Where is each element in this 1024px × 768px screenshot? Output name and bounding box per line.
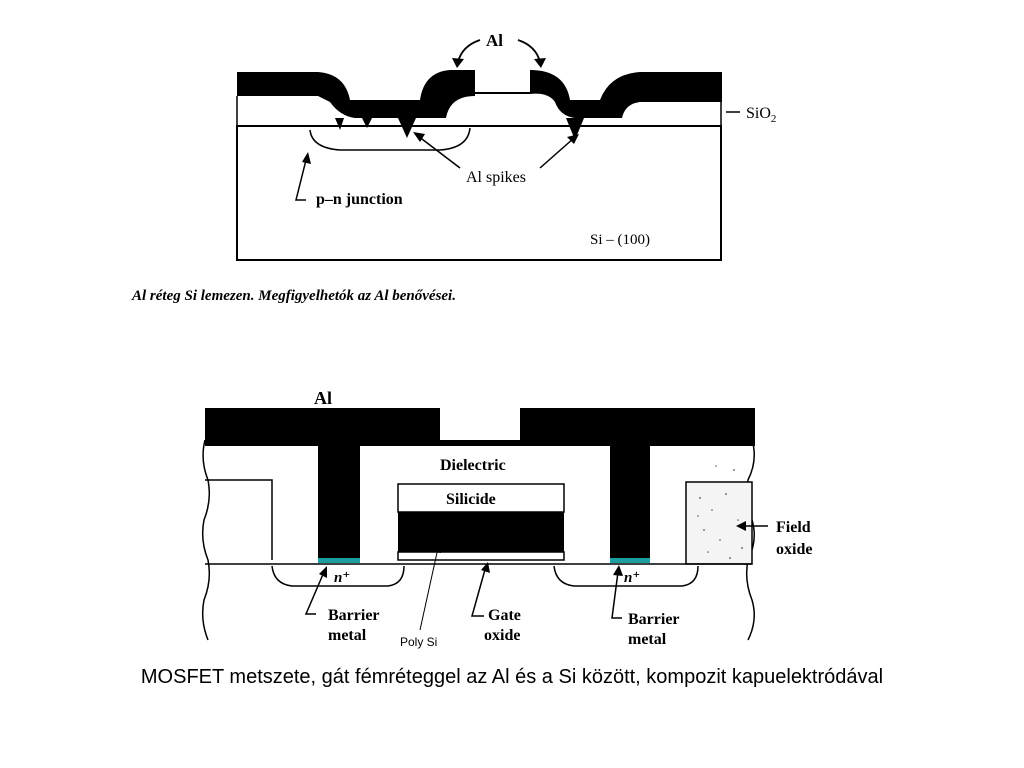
label-al-top: Al <box>486 31 503 50</box>
al-spikes-pointer-1-head <box>413 132 425 142</box>
caption-diagram1: Al réteg Si lemezen. Megfigyelhetók az A… <box>131 288 456 304</box>
label-si100: Si – (100) <box>590 232 650 248</box>
barrier-right-pointer-head <box>613 565 623 576</box>
al-arrow-left-head <box>452 58 464 68</box>
al-spikes-pointer-2-head <box>567 134 579 144</box>
barrier-right-pointer <box>611 571 622 619</box>
label-poly-si: Poly Si <box>400 635 437 649</box>
al-metal-layer <box>237 70 722 118</box>
label-n-plus-right: n⁺ <box>624 570 640 586</box>
pn-junction-curve <box>309 127 471 151</box>
label-field-oxide-2: oxide <box>776 541 812 558</box>
label-sio2: SiO2 <box>746 105 776 125</box>
al-spike-2 <box>362 118 372 128</box>
field-oxide-pointer-head <box>736 521 746 531</box>
field-oxide-speckle <box>697 465 743 559</box>
al-spike-1 <box>335 118 344 130</box>
al-arrow-left <box>457 39 481 63</box>
label-gate-oxide-1: Gate <box>488 607 521 624</box>
label-barrier-right-2: metal <box>628 631 667 648</box>
barrier-left-pointer-head <box>319 566 327 578</box>
poly-si-pointer <box>419 547 439 631</box>
al-spikes-pointer-2 <box>539 137 575 169</box>
al-layer <box>205 408 755 558</box>
poly-si-block <box>398 512 564 552</box>
left-field-step <box>205 479 273 560</box>
right-break-edge <box>745 439 755 641</box>
barrier-left-pointer <box>304 571 325 615</box>
gate-outline <box>397 551 565 561</box>
al-spike-3 <box>398 118 416 138</box>
barrier-metal-right <box>610 558 650 563</box>
label-barrier-right-1: Barrier <box>628 611 680 628</box>
pn-junction-pointer-head <box>302 152 311 164</box>
label-n-plus-left: n⁺ <box>334 570 350 586</box>
label-pn-junction: p–n junction <box>316 191 403 208</box>
label-silicide: Silicide <box>446 491 496 508</box>
label-field-oxide-1: Field <box>776 519 811 536</box>
al-arrow-right <box>517 39 541 63</box>
label-gate-oxide-2: oxide <box>484 627 520 644</box>
gate-oxide-pointer <box>471 565 487 617</box>
pn-junction-pointer <box>295 159 307 201</box>
label-dielectric: Dielectric <box>440 457 506 474</box>
poly-si-pointer-head <box>435 544 441 553</box>
al-arrow-right-head <box>534 58 546 68</box>
label-al-mosfet: Al <box>314 388 332 408</box>
n-plus-well-right <box>553 565 699 587</box>
label-barrier-left-1: Barrier <box>328 607 380 624</box>
barrier-metal-left <box>318 558 360 563</box>
al-spikes-pointer-1 <box>417 135 461 169</box>
diagram-al-spikes: Al SiO2 Al spikes p–n junction Si – (100… <box>131 31 776 304</box>
field-oxide-region <box>685 481 753 565</box>
label-al-spikes: Al spikes <box>466 169 526 186</box>
label-barrier-left-2: metal <box>328 627 367 644</box>
diagram-mosfet: Al Dielectric Silicide Field oxide n⁺ n⁺… <box>201 388 812 649</box>
left-break-edge <box>201 439 211 641</box>
al-spike-4 <box>566 118 584 140</box>
n-plus-well-left <box>271 565 405 587</box>
main-caption: MOSFET metszete, gát fémréteggel az Al é… <box>140 666 884 688</box>
gate-oxide-pointer-head <box>481 562 490 573</box>
